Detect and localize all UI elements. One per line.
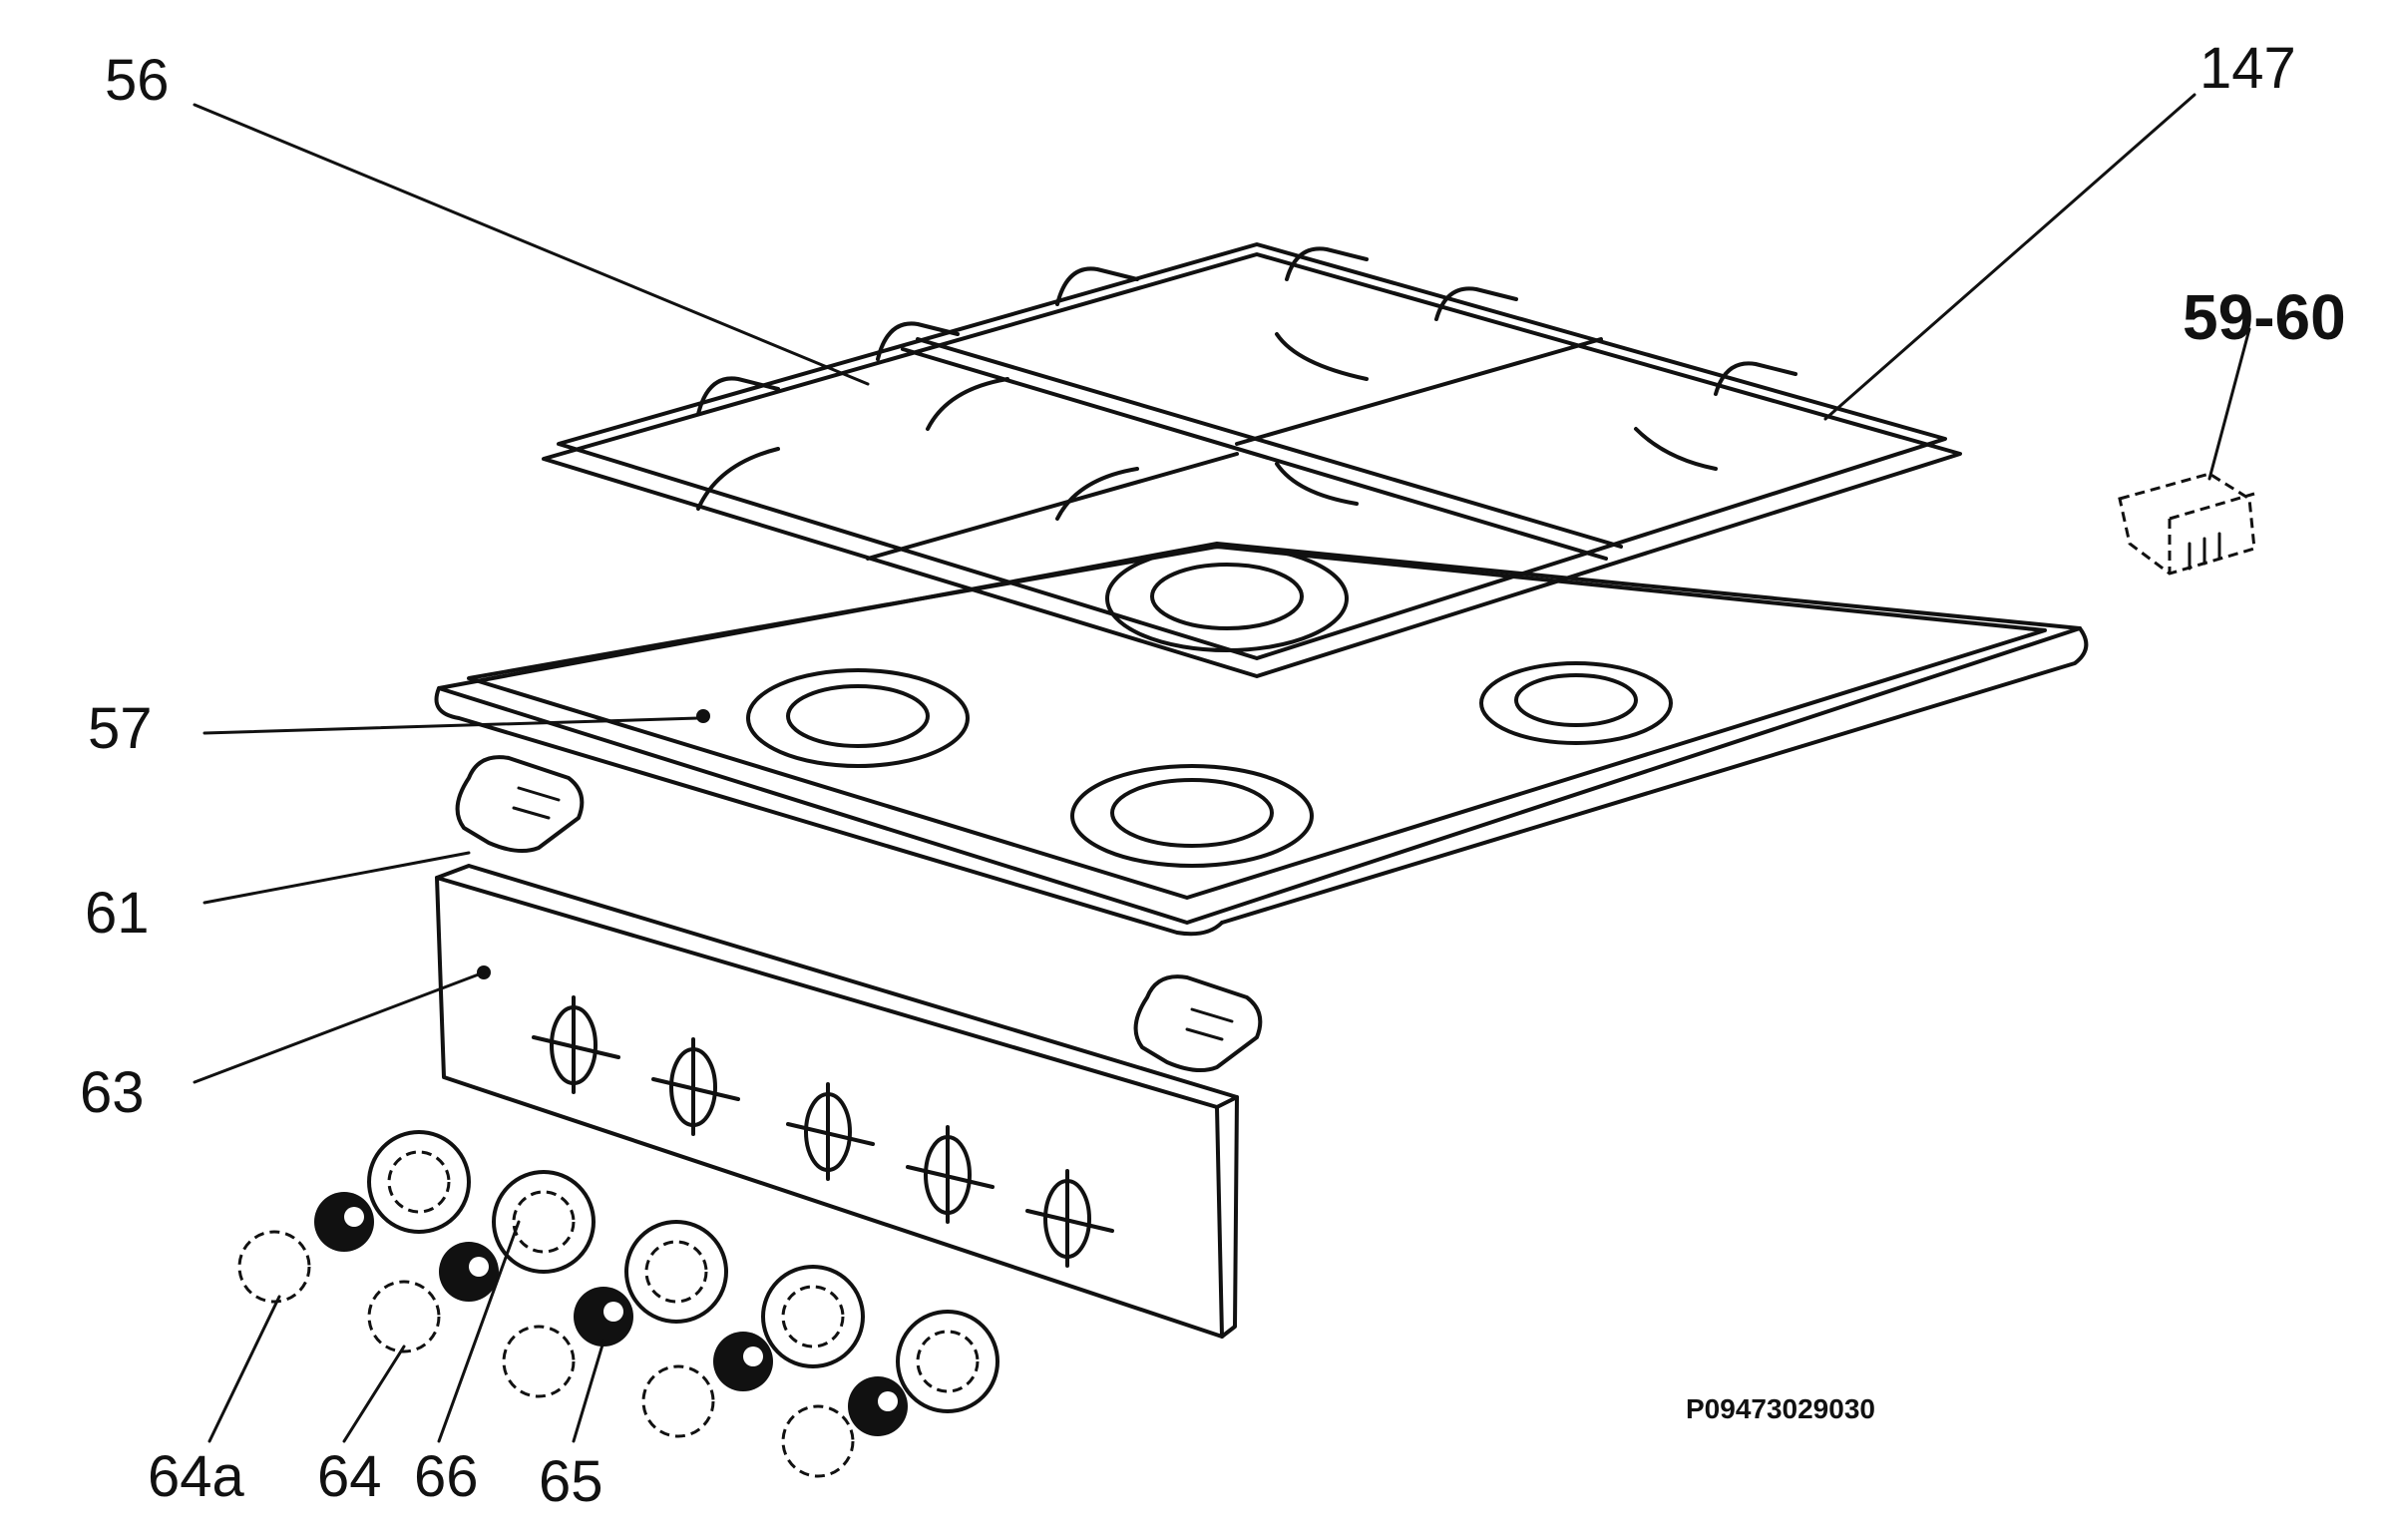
panel-knob-symbol-4 (906, 1125, 995, 1224)
hob-top-plate (434, 542, 2089, 937)
knob-assembly-5 (781, 1310, 999, 1478)
hinge-left (455, 755, 585, 854)
leader-lines (193, 93, 2251, 1443)
label-64: 64 (317, 1444, 382, 1509)
burner-front-left (746, 668, 970, 768)
knob-assembly-4 (641, 1265, 865, 1438)
hinge-right (1133, 974, 1263, 1073)
label-66: 66 (414, 1444, 479, 1509)
callout-labels: 56 147 59-60 57 61 63 64a 64 66 65 P0947… (80, 36, 2346, 1514)
bracket-59-60 (2118, 472, 2256, 576)
reference-code: P09473029030 (1686, 1393, 1875, 1424)
control-panel (435, 864, 1239, 1339)
pan-support-grid (542, 242, 1962, 678)
label-57: 57 (88, 696, 153, 761)
panel-knob-symbol-2 (651, 1037, 740, 1136)
panel-knob-symbol-1 (532, 995, 620, 1094)
label-147: 147 (2199, 36, 2296, 101)
knob-set (237, 1130, 999, 1478)
label-59-60: 59-60 (2183, 281, 2346, 353)
label-65: 65 (539, 1449, 603, 1514)
label-64a: 64a (148, 1444, 245, 1509)
burner-center (1105, 545, 1349, 652)
panel-knob-symbol-5 (1025, 1169, 1114, 1268)
panel-knob-symbol-3 (786, 1082, 875, 1181)
burner-front-right (1070, 764, 1314, 868)
knob-assembly-1 (237, 1130, 471, 1304)
burner-right (1479, 661, 1673, 745)
knob-assembly-2 (367, 1170, 596, 1353)
label-63: 63 (80, 1060, 145, 1125)
label-61: 61 (85, 881, 150, 946)
label-56: 56 (105, 48, 170, 113)
knob-assembly-3 (502, 1220, 728, 1398)
